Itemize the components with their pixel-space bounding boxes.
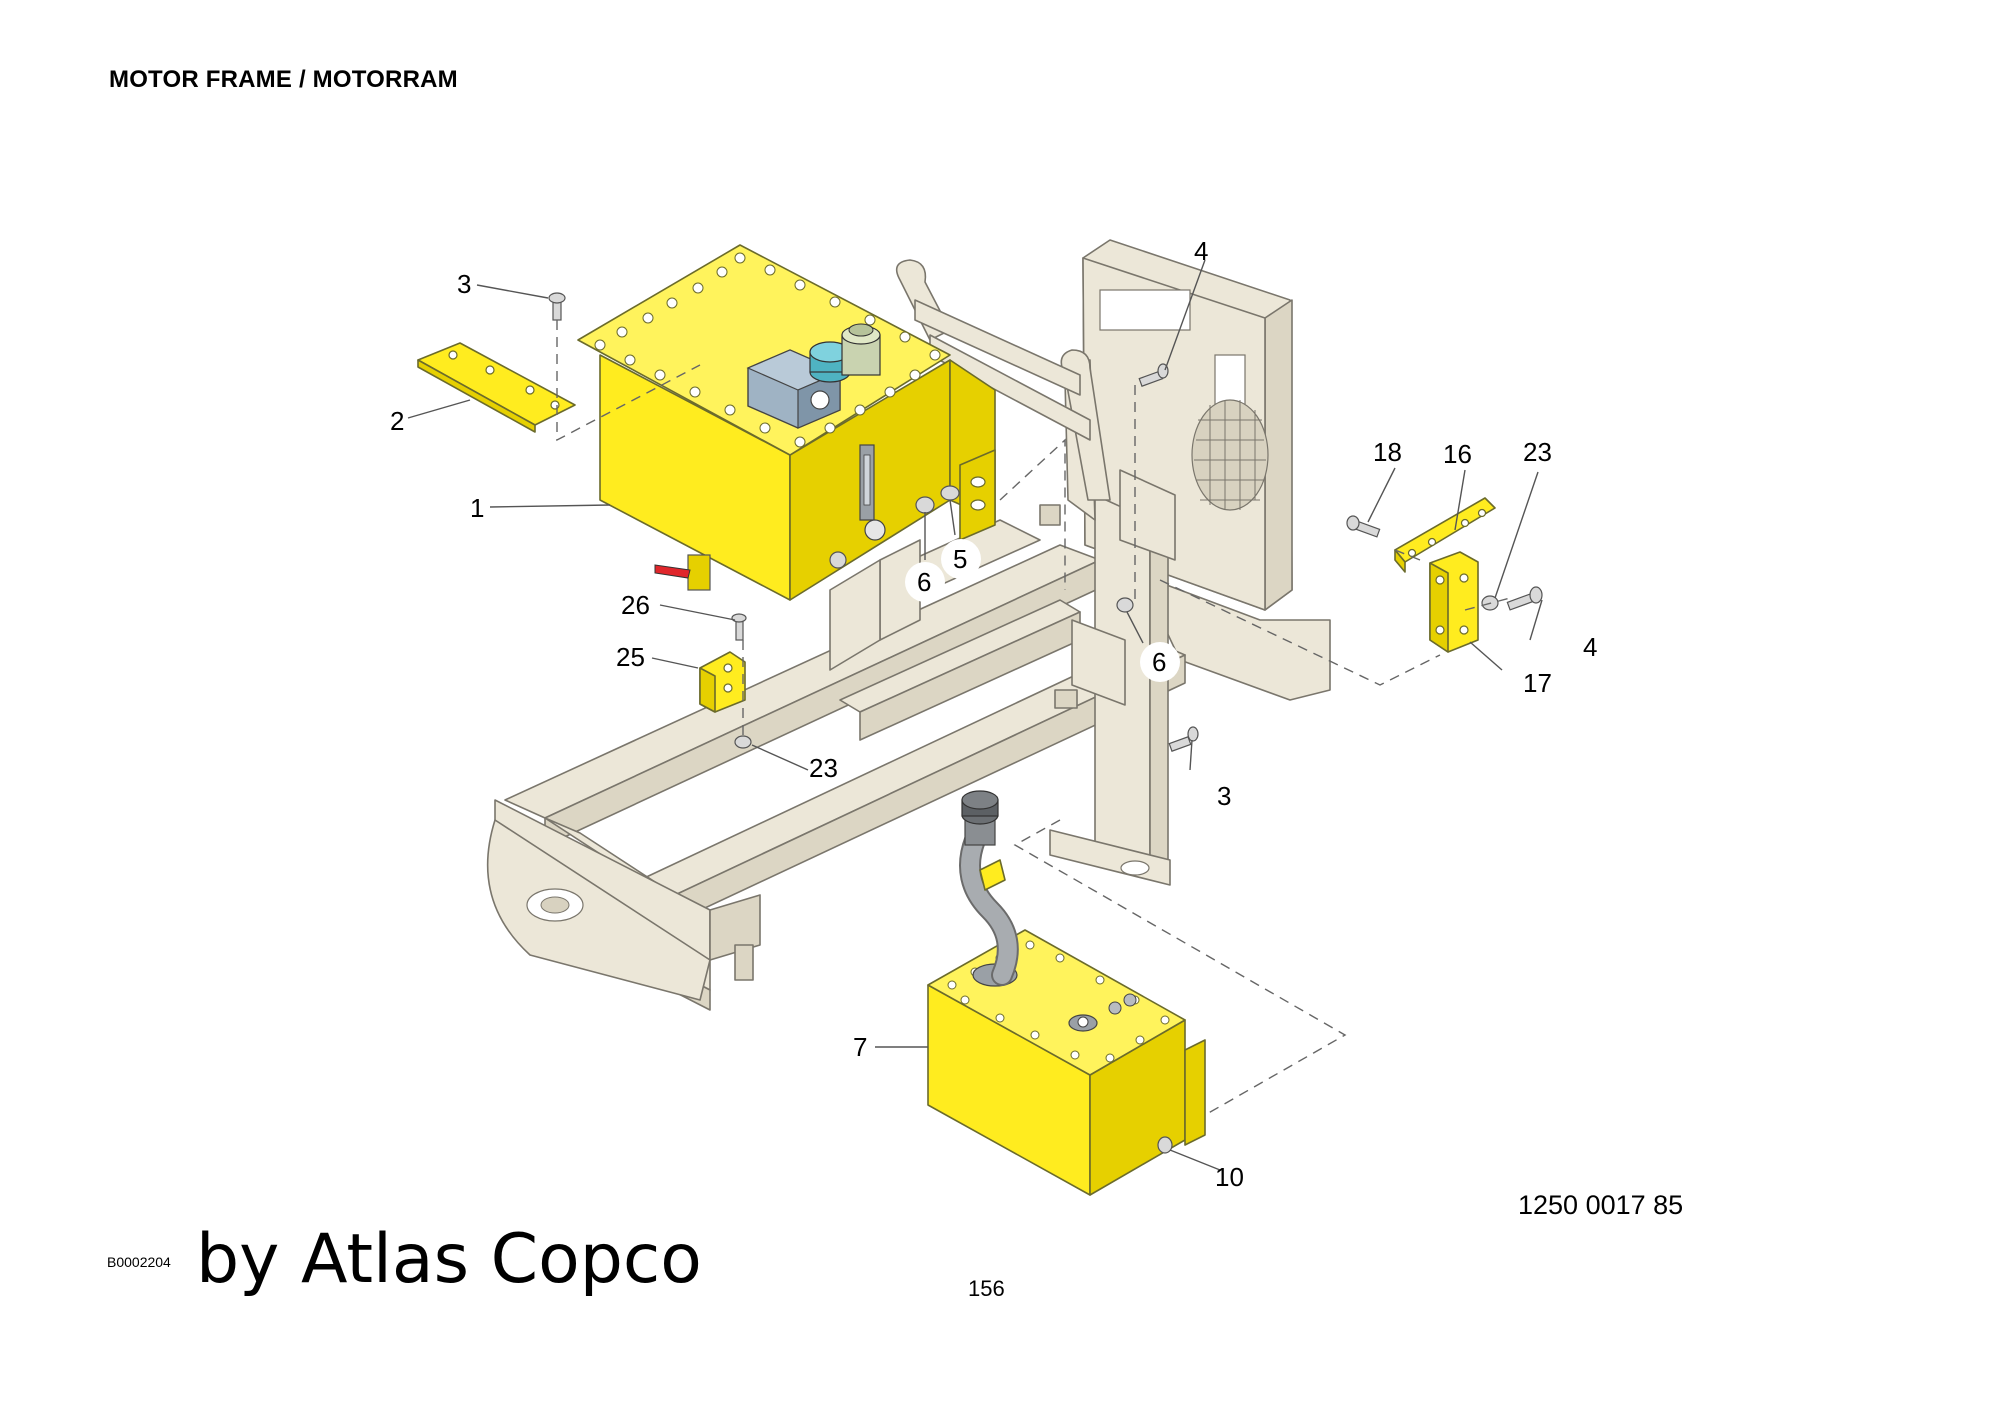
bracket-17 bbox=[1429, 551, 1479, 653]
page-title: MOTOR FRAME / MOTORRAM bbox=[109, 66, 458, 93]
callouts: 3 2 1 4 5 6 6 3 26 25 23 18 16 23 4 17 7… bbox=[390, 236, 1597, 1192]
callout-6-left: 6 bbox=[917, 567, 931, 597]
mounting-plate bbox=[417, 342, 576, 433]
sight-gauge bbox=[859, 444, 886, 541]
bracket-16 bbox=[1394, 497, 1496, 573]
callout-25: 25 bbox=[616, 642, 645, 672]
callout-18: 18 bbox=[1373, 437, 1402, 467]
callout-4-top: 4 bbox=[1194, 236, 1208, 266]
page-number: 156 bbox=[968, 1276, 1005, 1301]
callout-7: 7 bbox=[853, 1032, 867, 1062]
leader-lines bbox=[407, 259, 1543, 1171]
bolt-18 bbox=[1346, 515, 1381, 538]
callout-23-left: 23 bbox=[809, 753, 838, 783]
breather bbox=[841, 323, 881, 376]
watermark: by Atlas Copco bbox=[196, 1220, 702, 1299]
callout-1: 1 bbox=[470, 493, 484, 523]
callout-17: 17 bbox=[1523, 668, 1552, 698]
callout-3-top: 3 bbox=[457, 269, 471, 299]
filler-pipe bbox=[959, 790, 1019, 986]
callout-16: 16 bbox=[1443, 439, 1472, 469]
bolt-4-right bbox=[1506, 586, 1543, 611]
assembly-lines bbox=[556, 320, 1511, 1116]
callout-2: 2 bbox=[390, 406, 404, 436]
callout-23-right: 23 bbox=[1523, 437, 1552, 467]
bolt-3-top bbox=[548, 292, 566, 321]
callout-4-right: 4 bbox=[1583, 632, 1597, 662]
hydraulic-tank bbox=[577, 244, 996, 601]
bolt-3-lower bbox=[1168, 726, 1199, 752]
callout-6-right: 6 bbox=[1152, 647, 1166, 677]
fan-grille bbox=[1191, 399, 1269, 511]
document-code: B0002204 bbox=[107, 1254, 171, 1270]
fuel-tank bbox=[927, 929, 1206, 1196]
drain-valve bbox=[654, 554, 711, 591]
drawing-part-number: 1250 0017 85 bbox=[1518, 1190, 1684, 1220]
bracket-25 bbox=[699, 613, 752, 749]
bolt-4-top bbox=[1138, 363, 1169, 387]
callout-3-lower: 3 bbox=[1217, 781, 1231, 811]
callout-5: 5 bbox=[953, 544, 967, 574]
callout-10: 10 bbox=[1215, 1162, 1244, 1192]
callout-26: 26 bbox=[621, 590, 650, 620]
